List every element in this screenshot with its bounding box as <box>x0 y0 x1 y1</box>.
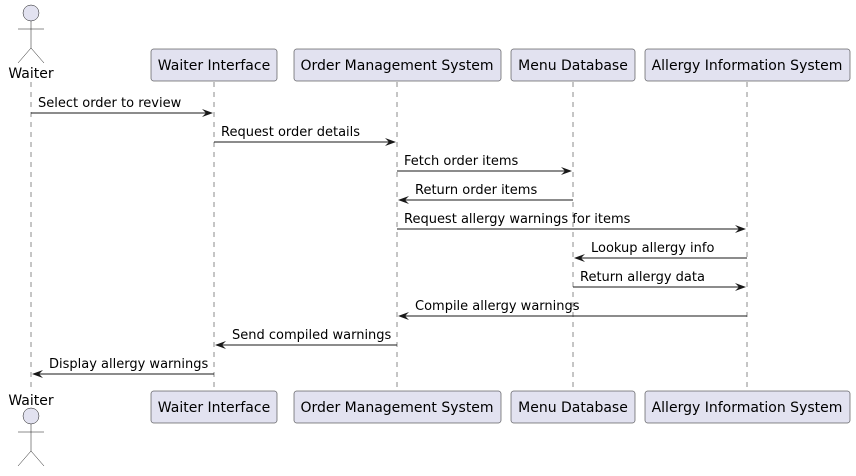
participant-label-top-allergy_sys: Allergy Information System <box>652 58 843 74</box>
message-arrowhead <box>202 109 213 117</box>
actor-right-leg <box>30 47 45 64</box>
message-label: Return allergy data <box>580 270 705 285</box>
message-arrowhead <box>398 312 409 320</box>
message-9: Send compiled warnings <box>215 328 397 349</box>
message-label: Send compiled warnings <box>232 328 392 343</box>
participant-box-bottom-menu_db <box>510 390 636 424</box>
actor-figure-top-waiter <box>17 4 45 64</box>
message-label: Fetch order items <box>404 154 519 169</box>
participant-label-bottom-waiter_interface: Waiter Interface <box>158 400 270 416</box>
participant-label-top-menu_db: Menu Database <box>518 58 628 74</box>
actor-left-leg <box>17 47 32 64</box>
message-1: Select order to review <box>31 96 213 117</box>
message-label: Display allergy warnings <box>49 357 208 372</box>
actor-head <box>22 407 40 425</box>
participant-box-top-oms <box>293 48 502 82</box>
actor-label-bottom-waiter: Waiter <box>8 393 54 409</box>
participant-box-bottom-allergy_sys <box>644 390 851 424</box>
message-10: Display allergy warnings <box>32 357 214 378</box>
participant-label-top-waiter_interface: Waiter Interface <box>158 58 270 74</box>
message-arrowhead <box>574 254 585 262</box>
actor-figure-bottom-waiter <box>17 407 45 467</box>
message-label: Compile allergy warnings <box>415 299 580 314</box>
message-arrowhead <box>32 370 43 378</box>
message-label: Request allergy warnings for items <box>404 212 631 227</box>
message-arrowhead <box>735 225 746 233</box>
participant-box-top-waiter_interface <box>150 48 278 82</box>
actor-right-leg <box>30 450 45 467</box>
message-label: Select order to review <box>38 96 182 111</box>
participant-label-bottom-menu_db: Menu Database <box>518 400 628 416</box>
participant-box-top-allergy_sys <box>644 48 851 82</box>
message-arrowhead <box>561 167 572 175</box>
participant-label-bottom-allergy_sys: Allergy Information System <box>652 400 843 416</box>
message-8: Compile allergy warnings <box>398 299 747 320</box>
message-3: Fetch order items <box>397 154 572 175</box>
participant-box-bottom-oms <box>293 390 502 424</box>
message-label: Return order items <box>415 183 537 198</box>
participant-box-bottom-waiter_interface <box>150 390 278 424</box>
message-arrowhead <box>398 196 409 204</box>
message-label: Request order details <box>221 125 360 140</box>
message-2: Request order details <box>214 125 396 146</box>
message-arrowhead <box>215 341 226 349</box>
message-4: Return order items <box>398 183 573 204</box>
actor-label-top-waiter: Waiter <box>8 66 54 82</box>
message-5: Request allergy warnings for items <box>397 212 746 233</box>
participant-label-top-oms: Order Management System <box>300 58 493 74</box>
message-arrowhead <box>385 138 396 146</box>
message-7: Return allergy data <box>573 270 746 291</box>
participant-box-top-menu_db <box>510 48 636 82</box>
participant-label-bottom-oms: Order Management System <box>300 400 493 416</box>
message-label: Lookup allergy info <box>591 241 714 256</box>
message-6: Lookup allergy info <box>574 241 747 262</box>
actor-head <box>22 4 40 22</box>
actor-left-leg <box>17 450 32 467</box>
message-arrowhead <box>735 283 746 291</box>
